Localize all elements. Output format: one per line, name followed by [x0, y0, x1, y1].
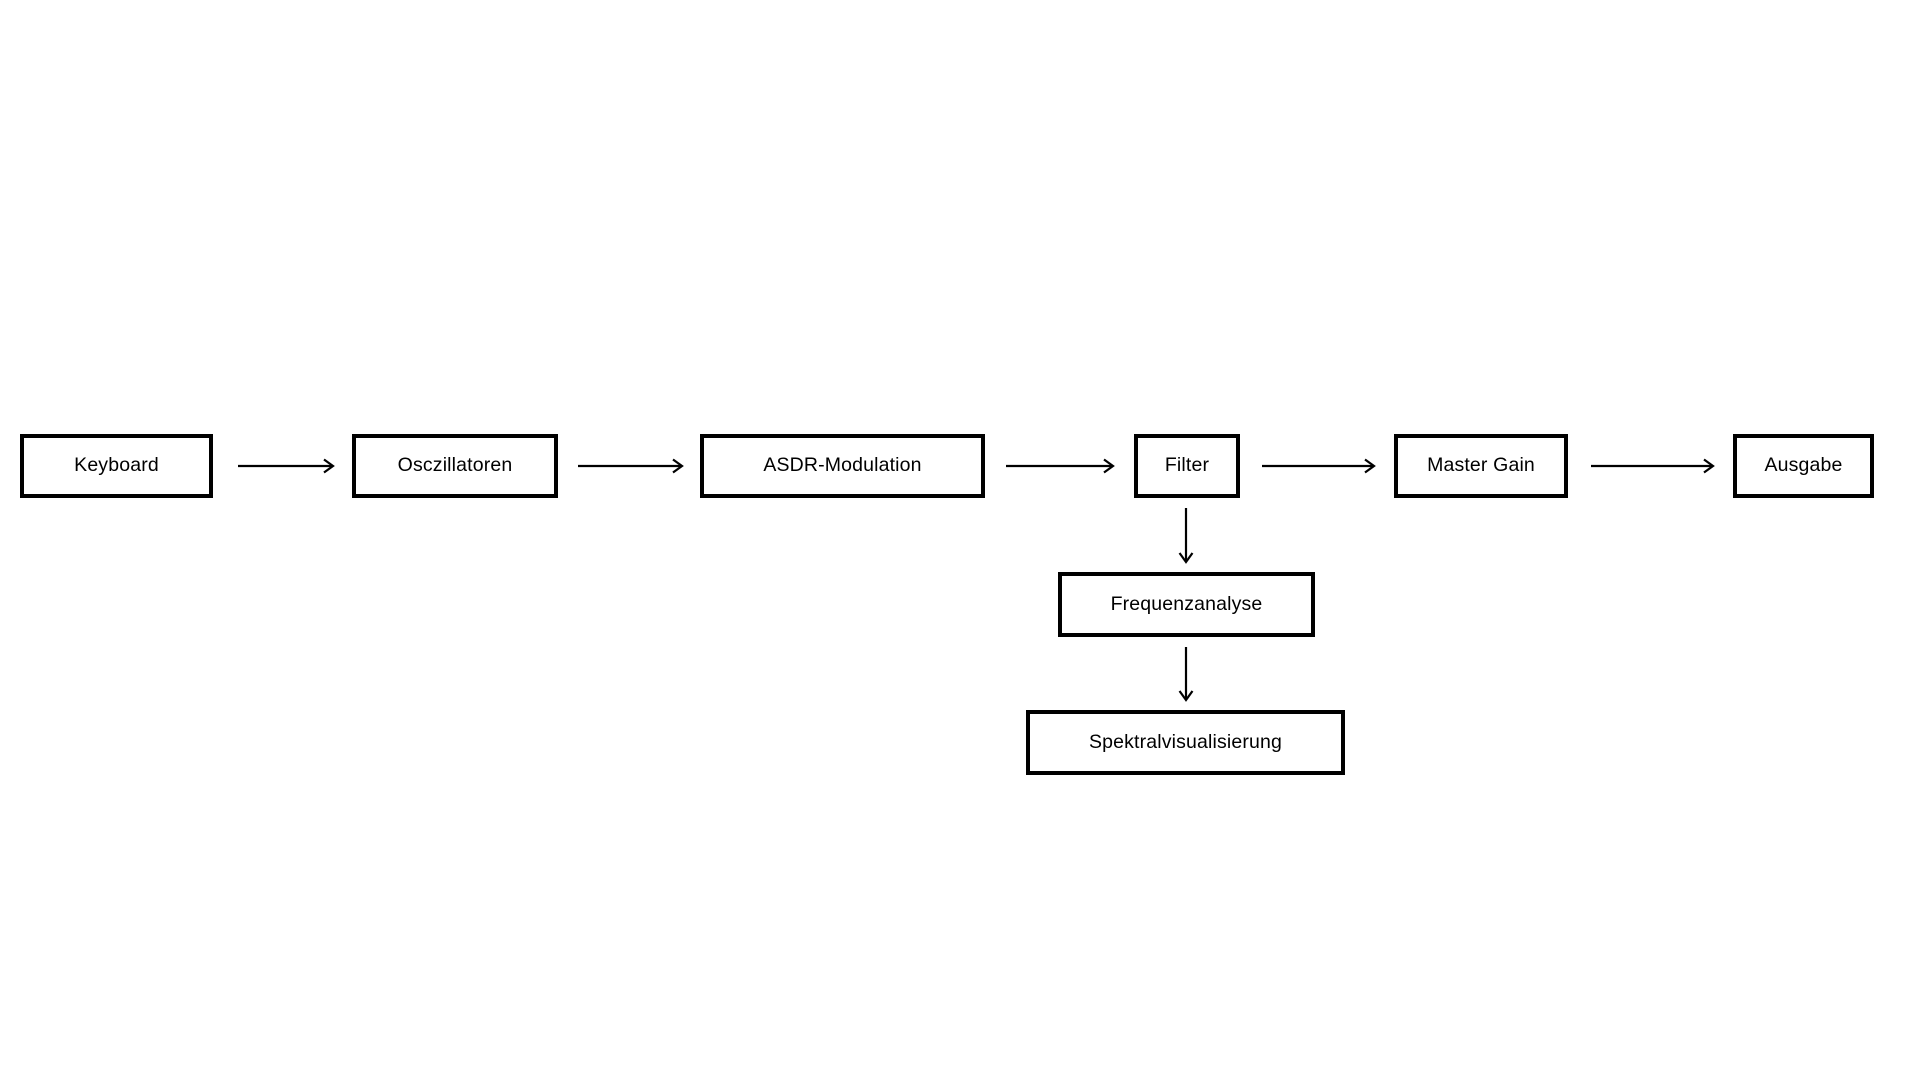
edge-asdr-to-filter	[994, 454, 1125, 479]
edge-oszillatoren-to-asdr	[566, 454, 694, 479]
edge-filter-to-frequenz	[1174, 496, 1199, 574]
node-label-ausgabe: Ausgabe	[1764, 454, 1843, 477]
node-label-master_gain: Master Gain	[1427, 454, 1535, 477]
node-frequenz[interactable]: Frequenzanalyse	[1058, 572, 1315, 637]
edge-keyboard-to-oszillatoren	[226, 454, 345, 479]
node-label-frequenz: Frequenzanalyse	[1110, 592, 1263, 615]
arrowhead-icon	[1178, 690, 1194, 702]
node-label-filter: Filter	[1164, 454, 1210, 477]
node-label-keyboard: Keyboard	[74, 454, 159, 477]
edge-master_gain-to-ausgabe	[1579, 454, 1725, 479]
node-filter[interactable]: Filter	[1134, 434, 1240, 498]
arrowhead-icon	[1178, 552, 1194, 564]
node-label-spektral: Spektralvisualisierung	[1089, 730, 1282, 753]
arrowhead-icon	[323, 458, 335, 474]
arrowhead-icon	[1364, 458, 1376, 474]
node-asdr[interactable]: ASDR-Modulation	[700, 434, 985, 498]
edge-frequenz-to-spektral	[1174, 635, 1199, 712]
node-keyboard[interactable]: Keyboard	[20, 434, 213, 498]
arrowhead-icon	[1703, 458, 1715, 474]
node-master_gain[interactable]: Master Gain	[1394, 434, 1568, 498]
node-ausgabe[interactable]: Ausgabe	[1733, 434, 1874, 498]
arrowhead-icon	[1103, 458, 1115, 474]
node-oszillatoren[interactable]: Osczillatoren	[352, 434, 558, 498]
node-label-asdr: ASDR-Modulation	[763, 454, 922, 477]
arrowhead-icon	[672, 458, 684, 474]
node-label-oszillatoren: Osczillatoren	[397, 454, 513, 477]
node-spektral[interactable]: Spektralvisualisierung	[1026, 710, 1345, 775]
edge-filter-to-master_gain	[1250, 454, 1386, 479]
